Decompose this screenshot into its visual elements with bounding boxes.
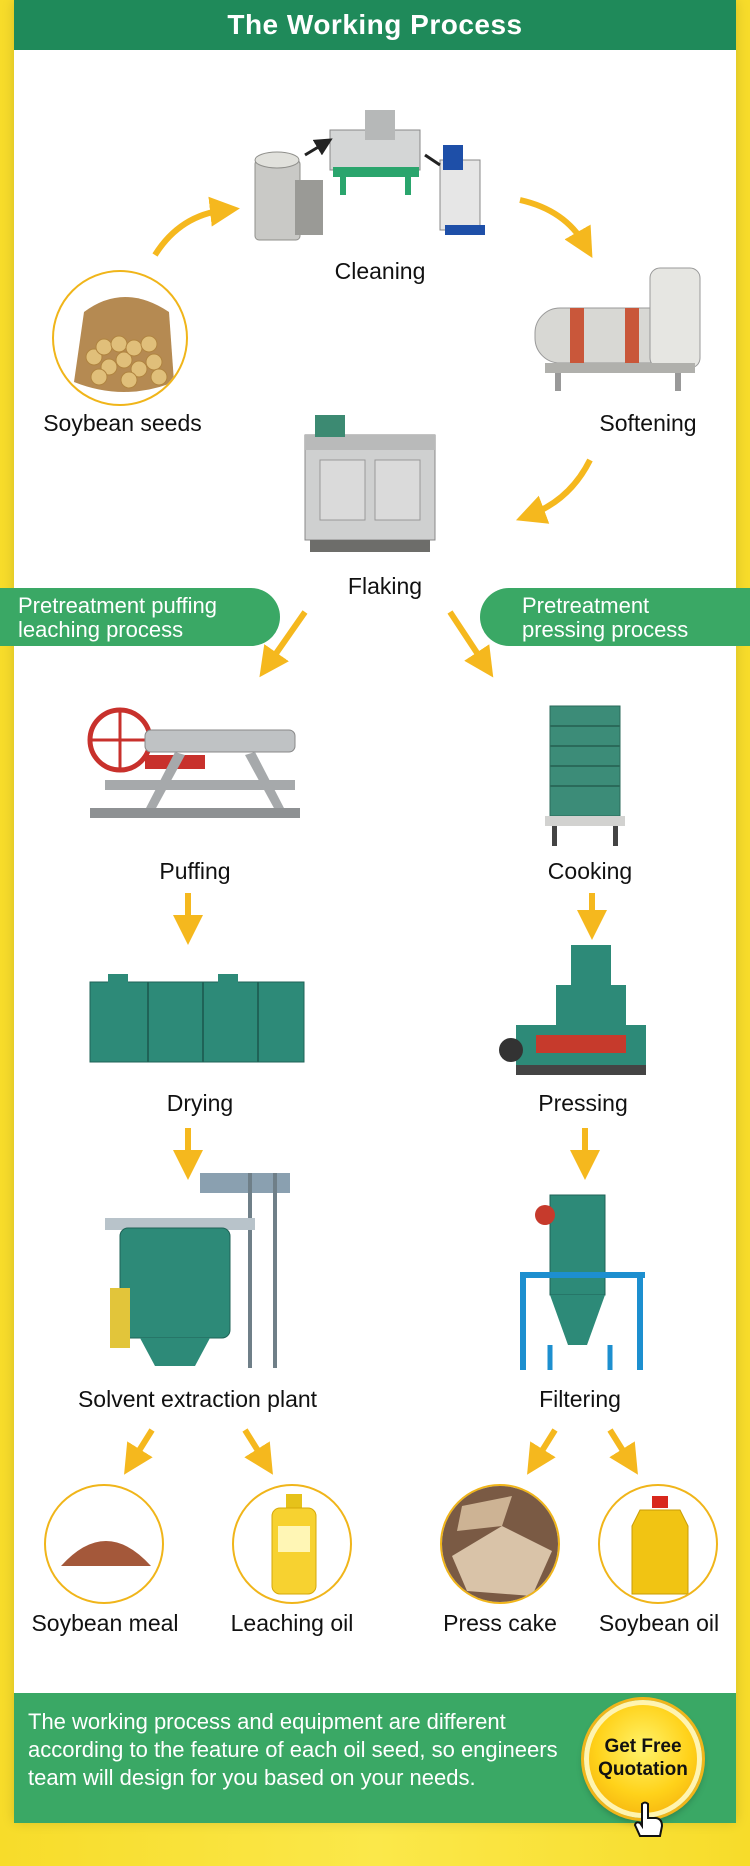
arrow-extraction-to-meal [124, 1428, 155, 1475]
arrow-filtering-to-cake [527, 1428, 558, 1475]
product-soybean-meal-label: Soybean meal [31, 1610, 179, 1636]
step-puffing-label: Puffing [159, 858, 231, 884]
cooking-machine-image [545, 705, 625, 846]
arrow-seeds-to-cleaning [152, 196, 240, 257]
flow-arrows [124, 196, 638, 1475]
soybean-seeds-image [52, 270, 188, 406]
step-pressing-label: Pressing [538, 1090, 628, 1116]
branch-puffing-leaching-tag: Pretreatment puffing leaching process [0, 588, 280, 646]
drying-machine-image [89, 974, 305, 1063]
arrow-extraction-to-oil [242, 1428, 273, 1475]
filtering-machine-image [520, 1194, 645, 1370]
step-soybean-seeds-label: Soybean seeds [43, 410, 202, 436]
soybean-oil-image [598, 1484, 718, 1604]
step-drying-label: Drying [166, 1090, 234, 1116]
step-flaking-label: Flaking [347, 573, 423, 599]
arrow-softening-to-flaking [515, 458, 593, 524]
leaching-oil-image [232, 1484, 352, 1604]
solvent-extraction-machine-image [105, 1173, 290, 1368]
puffing-machine-image [87, 707, 300, 818]
step-cleaning-label: Cleaning [334, 258, 426, 284]
step-solvent-extraction-label: Solvent extraction plant [77, 1386, 318, 1412]
arrow-cleaning-to-softening [519, 197, 593, 259]
press-cake-image [440, 1484, 560, 1604]
footer-description: The working process and equipment are di… [28, 1709, 558, 1790]
softening-machine-image [534, 267, 701, 391]
step-cooking-label: Cooking [547, 858, 633, 884]
pointer-hand-icon [633, 1801, 664, 1837]
pressing-machine-image [499, 945, 646, 1075]
get-free-quotation-button[interactable]: Get Free Quotation [584, 1700, 702, 1818]
product-press-cake-label: Press cake [443, 1610, 557, 1636]
arrow-filtering-to-oil [607, 1428, 638, 1475]
flaking-machine-image [304, 415, 436, 552]
soybean-meal-image [44, 1484, 164, 1604]
cleaning-machine-image [254, 110, 485, 241]
step-softening-label: Softening [599, 410, 697, 436]
product-soybean-oil-label: Soybean oil [598, 1610, 720, 1636]
branch-pressing-tag: Pretreatment pressing process [480, 588, 750, 646]
step-filtering-label: Filtering [539, 1386, 621, 1412]
page-title: The Working Process [14, 0, 736, 50]
arrow-flaking-to-puffing [259, 610, 308, 678]
product-leaching-oil-label: Leaching oil [230, 1610, 354, 1636]
arrow-flaking-to-cooking [447, 610, 494, 678]
